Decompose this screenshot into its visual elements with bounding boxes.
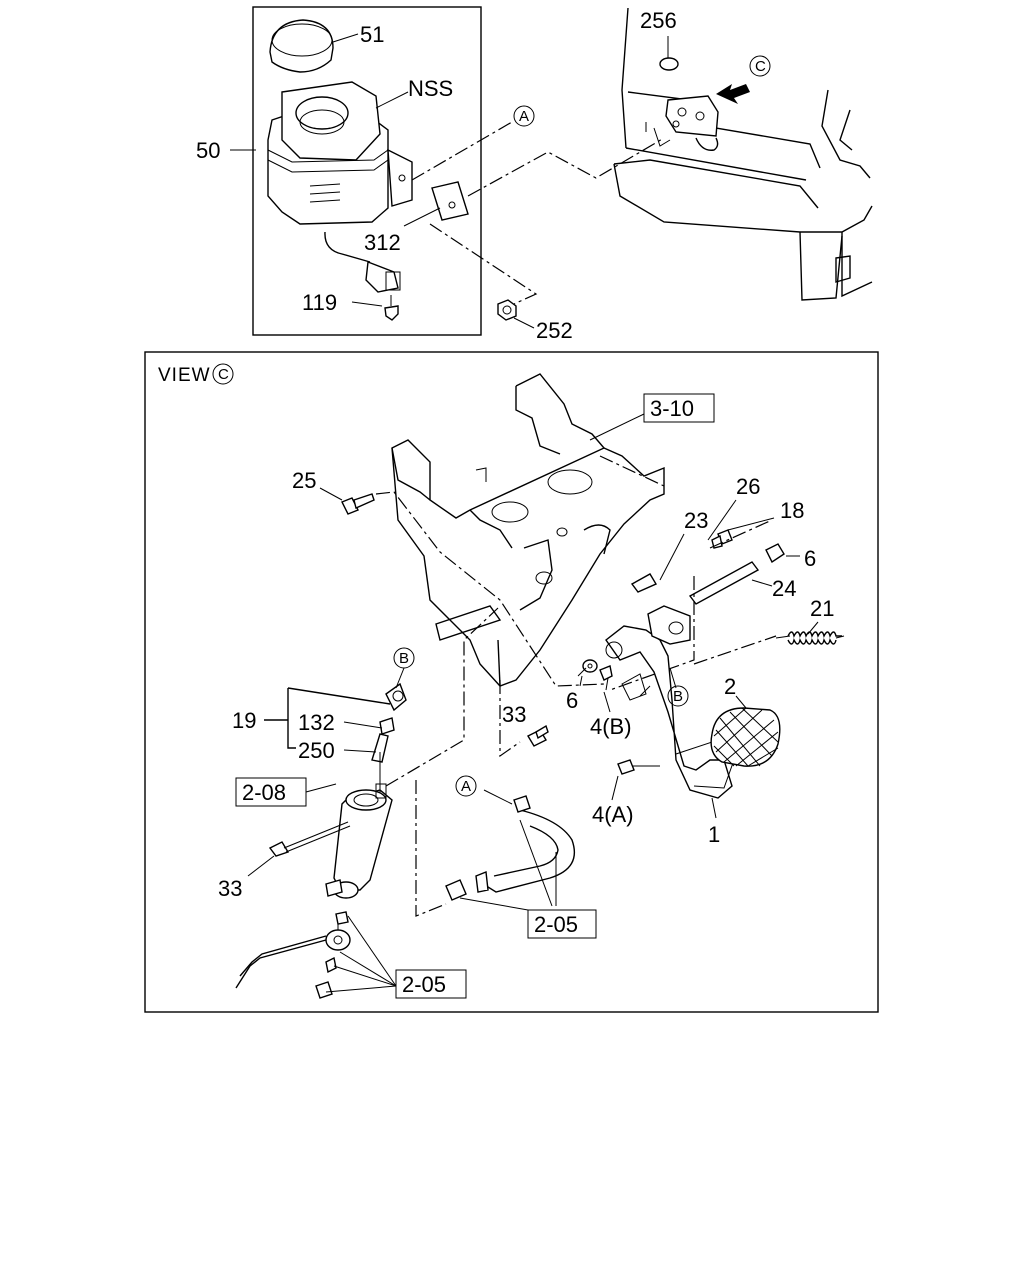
clutch-pipe (235, 911, 351, 999)
bushing-6 (582, 659, 598, 673)
label-26: 26 (736, 474, 760, 499)
label-119: 119 (302, 290, 337, 315)
callout-b-right: B (667, 685, 689, 707)
svg-text:C: C (755, 58, 766, 75)
label-50: 50 (196, 138, 220, 163)
reservoir-inset-box (252, 6, 482, 336)
nut-252 (497, 299, 517, 321)
cab-front (613, 7, 873, 301)
svg-text:3-10: 3-10 (650, 396, 694, 421)
svg-text:B: B (673, 688, 683, 705)
label-33-upper: 33 (502, 702, 526, 727)
label-250: 250 (298, 738, 335, 763)
label-2: 2 (724, 674, 736, 699)
label-18: 18 (780, 498, 804, 523)
svg-text:B: B (399, 650, 409, 667)
reservoir-supply-hose (445, 795, 576, 901)
label-24: 24 (772, 576, 796, 601)
svg-text:A: A (519, 108, 529, 125)
view-c-box (144, 351, 879, 1013)
ref-3-10: 3-10 (643, 393, 715, 423)
svg-text:2-05: 2-05 (402, 972, 446, 997)
return-spring-21 (775, 631, 845, 645)
label-6-lower: 6 (566, 688, 578, 713)
label-312: 312 (364, 230, 401, 255)
bolt-25 (341, 493, 375, 515)
bolt-4b (599, 665, 613, 691)
callout-a-hose: A (455, 775, 477, 797)
group-bracket-19 (287, 688, 296, 749)
svg-text:A: A (461, 778, 471, 795)
label-256: 256 (640, 8, 677, 33)
reservoir-hose (324, 231, 401, 293)
label-6-upper: 6 (804, 546, 816, 571)
pedal-pad (710, 707, 781, 767)
label-51: 51 (360, 22, 384, 47)
label-4a: 4(A) (592, 802, 634, 827)
plug-256 (659, 57, 679, 71)
label-33-lower: 33 (218, 876, 242, 901)
ref-2-05-pipe: 2-05 (395, 969, 467, 999)
label-21: 21 (810, 596, 834, 621)
label-252: 252 (536, 318, 573, 343)
ref-2-05-hose: 2-05 (527, 909, 597, 939)
label-23: 23 (684, 508, 708, 533)
callout-c-view: C (212, 363, 234, 385)
clutch-fluid-reservoir (267, 81, 413, 225)
bracket-312 (431, 181, 469, 221)
reservoir-cap (269, 19, 334, 73)
svg-text:2-05: 2-05 (534, 912, 578, 937)
bolt-33-lower (268, 821, 351, 857)
svg-text:2-08: 2-08 (242, 780, 286, 805)
label-nss: NSS (408, 76, 453, 101)
callout-a-top: A (513, 105, 535, 127)
label-19: 19 (232, 708, 256, 733)
label-132: 132 (298, 710, 335, 735)
clutch-master-cylinder (325, 682, 407, 899)
label-4b: 4(B) (590, 714, 632, 739)
view-c-arrow (716, 84, 750, 104)
bolt-33-upper (527, 724, 549, 747)
bolt-4a (617, 759, 660, 775)
clip-119 (384, 295, 399, 321)
svg-text:C: C (218, 366, 229, 383)
label-1: 1 (708, 822, 720, 847)
pedal-shaft (630, 529, 785, 605)
callout-b-left: B (393, 647, 415, 669)
view-c-title: VIEW (158, 365, 211, 386)
pedal-bracket (391, 373, 665, 687)
callout-c-top: C (749, 55, 771, 77)
label-25: 25 (292, 468, 316, 493)
ref-2-08: 2-08 (235, 777, 307, 807)
